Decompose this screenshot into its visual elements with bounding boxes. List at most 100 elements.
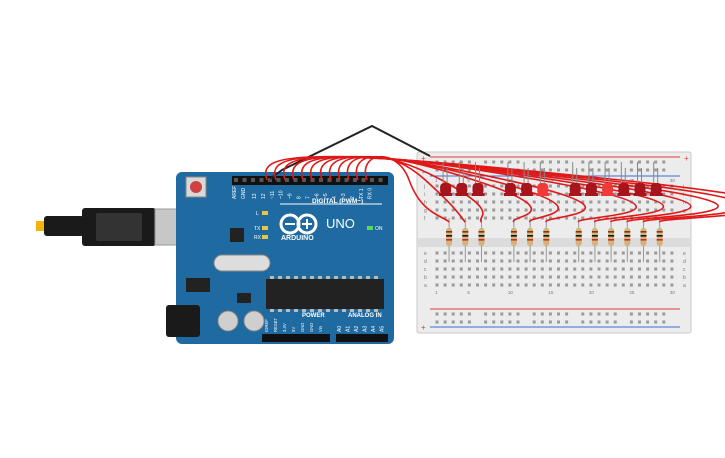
top-plus-label: + bbox=[421, 154, 426, 163]
bb-hole bbox=[662, 275, 666, 279]
bb-hole bbox=[508, 259, 512, 263]
bb-hole bbox=[629, 283, 633, 287]
bb-hole bbox=[500, 259, 504, 263]
rail-hole bbox=[638, 312, 641, 316]
bb-hole bbox=[451, 283, 455, 287]
usb-plug-tip bbox=[36, 221, 46, 231]
usb-cable[interactable] bbox=[36, 208, 196, 246]
chip-pin bbox=[334, 276, 338, 279]
chip-pin bbox=[374, 309, 378, 312]
rail-hole bbox=[451, 320, 455, 324]
bb-hole bbox=[597, 208, 601, 212]
analog-pin-label: A0 bbox=[337, 326, 343, 332]
bb-hole bbox=[540, 200, 544, 204]
bb-hole bbox=[654, 259, 658, 263]
rail-hole bbox=[646, 320, 650, 324]
bb-hole bbox=[638, 259, 641, 263]
header-hole bbox=[319, 178, 323, 182]
power-jack[interactable] bbox=[166, 305, 200, 337]
bb-hole bbox=[565, 275, 569, 279]
row-letter: i bbox=[424, 192, 425, 198]
usb-plug-grip bbox=[96, 213, 142, 241]
resistor-band bbox=[624, 239, 631, 241]
bb-hole bbox=[451, 275, 455, 279]
signal-wire bbox=[346, 155, 484, 223]
bb-hole bbox=[532, 267, 536, 271]
rail-hole bbox=[532, 312, 536, 316]
bb-hole bbox=[467, 184, 471, 188]
bb-hole bbox=[621, 216, 625, 220]
rail-hole bbox=[597, 312, 601, 316]
row-letter: f bbox=[424, 216, 426, 222]
led-base bbox=[601, 193, 615, 196]
header-hole bbox=[276, 178, 281, 182]
bb-hole bbox=[662, 267, 666, 271]
capacitor-right bbox=[243, 310, 265, 332]
bb-hole bbox=[548, 267, 552, 271]
bb-hole bbox=[581, 192, 585, 196]
header-hole bbox=[268, 178, 272, 182]
bb-hole bbox=[557, 200, 560, 204]
resistor-band bbox=[527, 231, 534, 233]
resistor-band bbox=[591, 235, 598, 237]
rail-hole bbox=[597, 320, 601, 324]
resistor-band bbox=[462, 235, 469, 237]
rail-hole bbox=[605, 320, 609, 324]
bb-hole bbox=[565, 283, 569, 287]
rail-hole bbox=[492, 160, 496, 164]
chip-pin bbox=[318, 276, 322, 279]
bb-hole bbox=[532, 259, 536, 263]
bb-hole bbox=[459, 251, 463, 255]
bb-hole bbox=[557, 259, 560, 263]
bb-hole bbox=[597, 251, 601, 255]
digital-header bbox=[232, 176, 388, 185]
bb-hole bbox=[476, 200, 479, 204]
bb-hole bbox=[459, 259, 463, 263]
crystal-oscillator bbox=[213, 254, 271, 272]
resistor-body bbox=[446, 228, 453, 246]
led bbox=[618, 183, 630, 195]
bb-hole bbox=[613, 251, 617, 255]
bb-hole bbox=[516, 259, 520, 263]
rail-hole bbox=[613, 320, 617, 324]
bb-hole bbox=[492, 208, 496, 212]
rail-hole bbox=[557, 312, 560, 316]
bb-hole bbox=[646, 251, 650, 255]
pin-label: ~3 bbox=[341, 193, 347, 199]
rail-hole bbox=[597, 160, 601, 164]
bb-hole bbox=[557, 283, 560, 287]
bb-hole bbox=[532, 251, 536, 255]
rail-hole bbox=[646, 168, 650, 172]
pin-label: 8 bbox=[297, 196, 303, 199]
reset-button[interactable] bbox=[190, 181, 202, 193]
bb-hole bbox=[638, 283, 641, 287]
bb-hole bbox=[484, 200, 488, 204]
rail-hole bbox=[484, 320, 488, 324]
resistor-band bbox=[624, 231, 631, 233]
resistor-body bbox=[608, 228, 615, 246]
resistor-body bbox=[478, 228, 485, 246]
bb-hole bbox=[638, 200, 641, 204]
rail-hole bbox=[581, 160, 585, 164]
led bbox=[634, 183, 646, 195]
rail-hole bbox=[467, 160, 471, 164]
bb-hole bbox=[451, 200, 455, 204]
led bbox=[472, 183, 484, 195]
ground-wire[interactable] bbox=[269, 124, 431, 180]
header-hole bbox=[336, 178, 340, 182]
led-base bbox=[503, 193, 517, 196]
resistor-band bbox=[640, 231, 647, 233]
led-base bbox=[536, 193, 550, 196]
led-base bbox=[439, 193, 453, 196]
bb-hole bbox=[443, 200, 447, 204]
chip-pin bbox=[286, 276, 290, 279]
chip-pin bbox=[302, 276, 306, 279]
bb-hole bbox=[573, 259, 577, 263]
rail-hole bbox=[638, 320, 641, 324]
column-number: 15 bbox=[548, 178, 554, 183]
column-number: 30 bbox=[670, 178, 676, 183]
column-number: 30 bbox=[670, 290, 676, 295]
chip-pin bbox=[326, 276, 330, 279]
